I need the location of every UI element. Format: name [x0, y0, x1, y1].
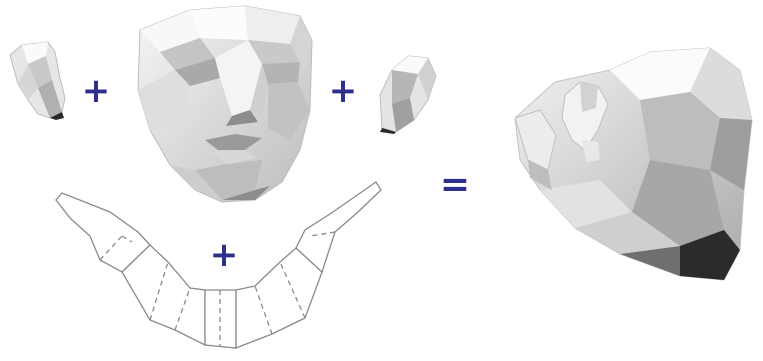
- assembled-head: [515, 48, 752, 280]
- face-mask: [138, 6, 312, 202]
- left-ear: [10, 42, 65, 120]
- plus-operator-1: +: [82, 71, 111, 111]
- plus-operator-2: +: [329, 71, 358, 111]
- equals-operator: =: [440, 164, 470, 205]
- plus-operator-3: +: [210, 235, 239, 275]
- right-ear: [380, 56, 436, 134]
